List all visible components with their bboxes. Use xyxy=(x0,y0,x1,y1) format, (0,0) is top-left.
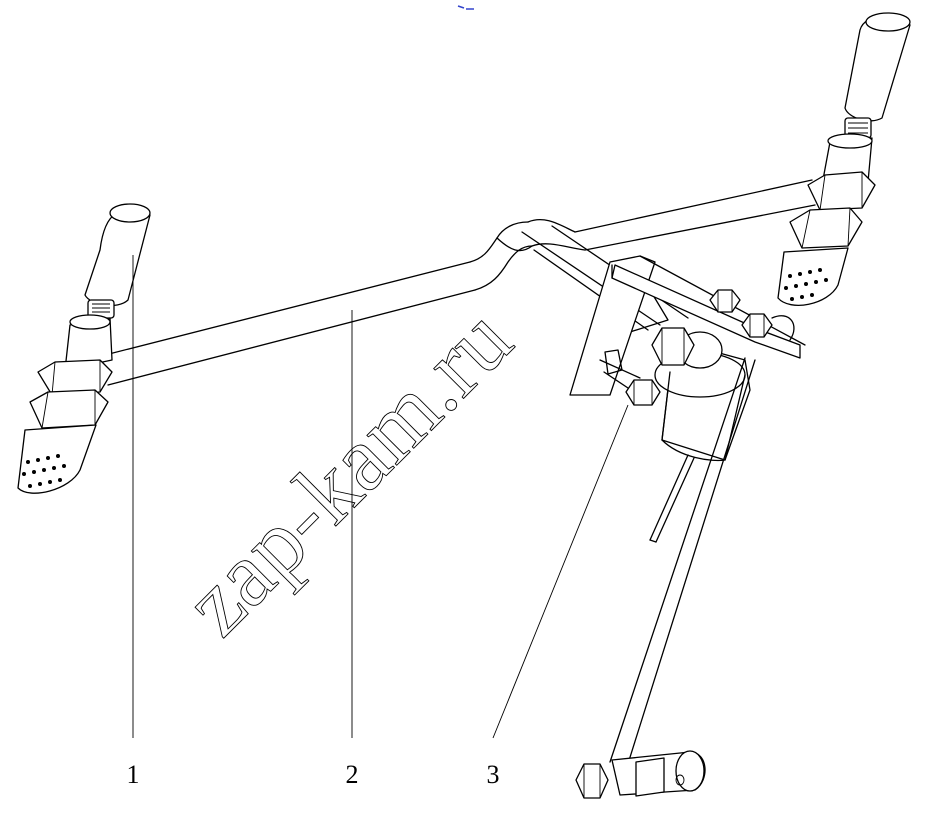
union-nut xyxy=(651,327,723,369)
pipe-left-branch xyxy=(104,221,533,386)
callout-label-2: 2 xyxy=(346,760,359,789)
drain-wire xyxy=(649,454,695,543)
callouts: 1 2 3 xyxy=(127,760,500,789)
right-nozzle-assembly xyxy=(777,12,911,306)
leader-line-3 xyxy=(492,404,629,739)
top-mark xyxy=(457,5,474,10)
watermark: zap-kam.ru xyxy=(164,287,531,655)
bottom-fitting xyxy=(575,750,706,799)
front-bolt xyxy=(599,349,661,406)
pipe-right-branch xyxy=(527,179,816,251)
left-nozzle-assembly xyxy=(17,203,151,494)
bracket-bolt-upper xyxy=(709,289,741,313)
bracket-bolt-right xyxy=(741,313,795,341)
leader-lines xyxy=(132,255,629,739)
callout-label-3: 3 xyxy=(487,760,500,789)
support-rod xyxy=(609,357,756,771)
callout-label-1: 1 xyxy=(127,760,140,789)
watermark-text: zap-kam.ru xyxy=(164,288,531,655)
